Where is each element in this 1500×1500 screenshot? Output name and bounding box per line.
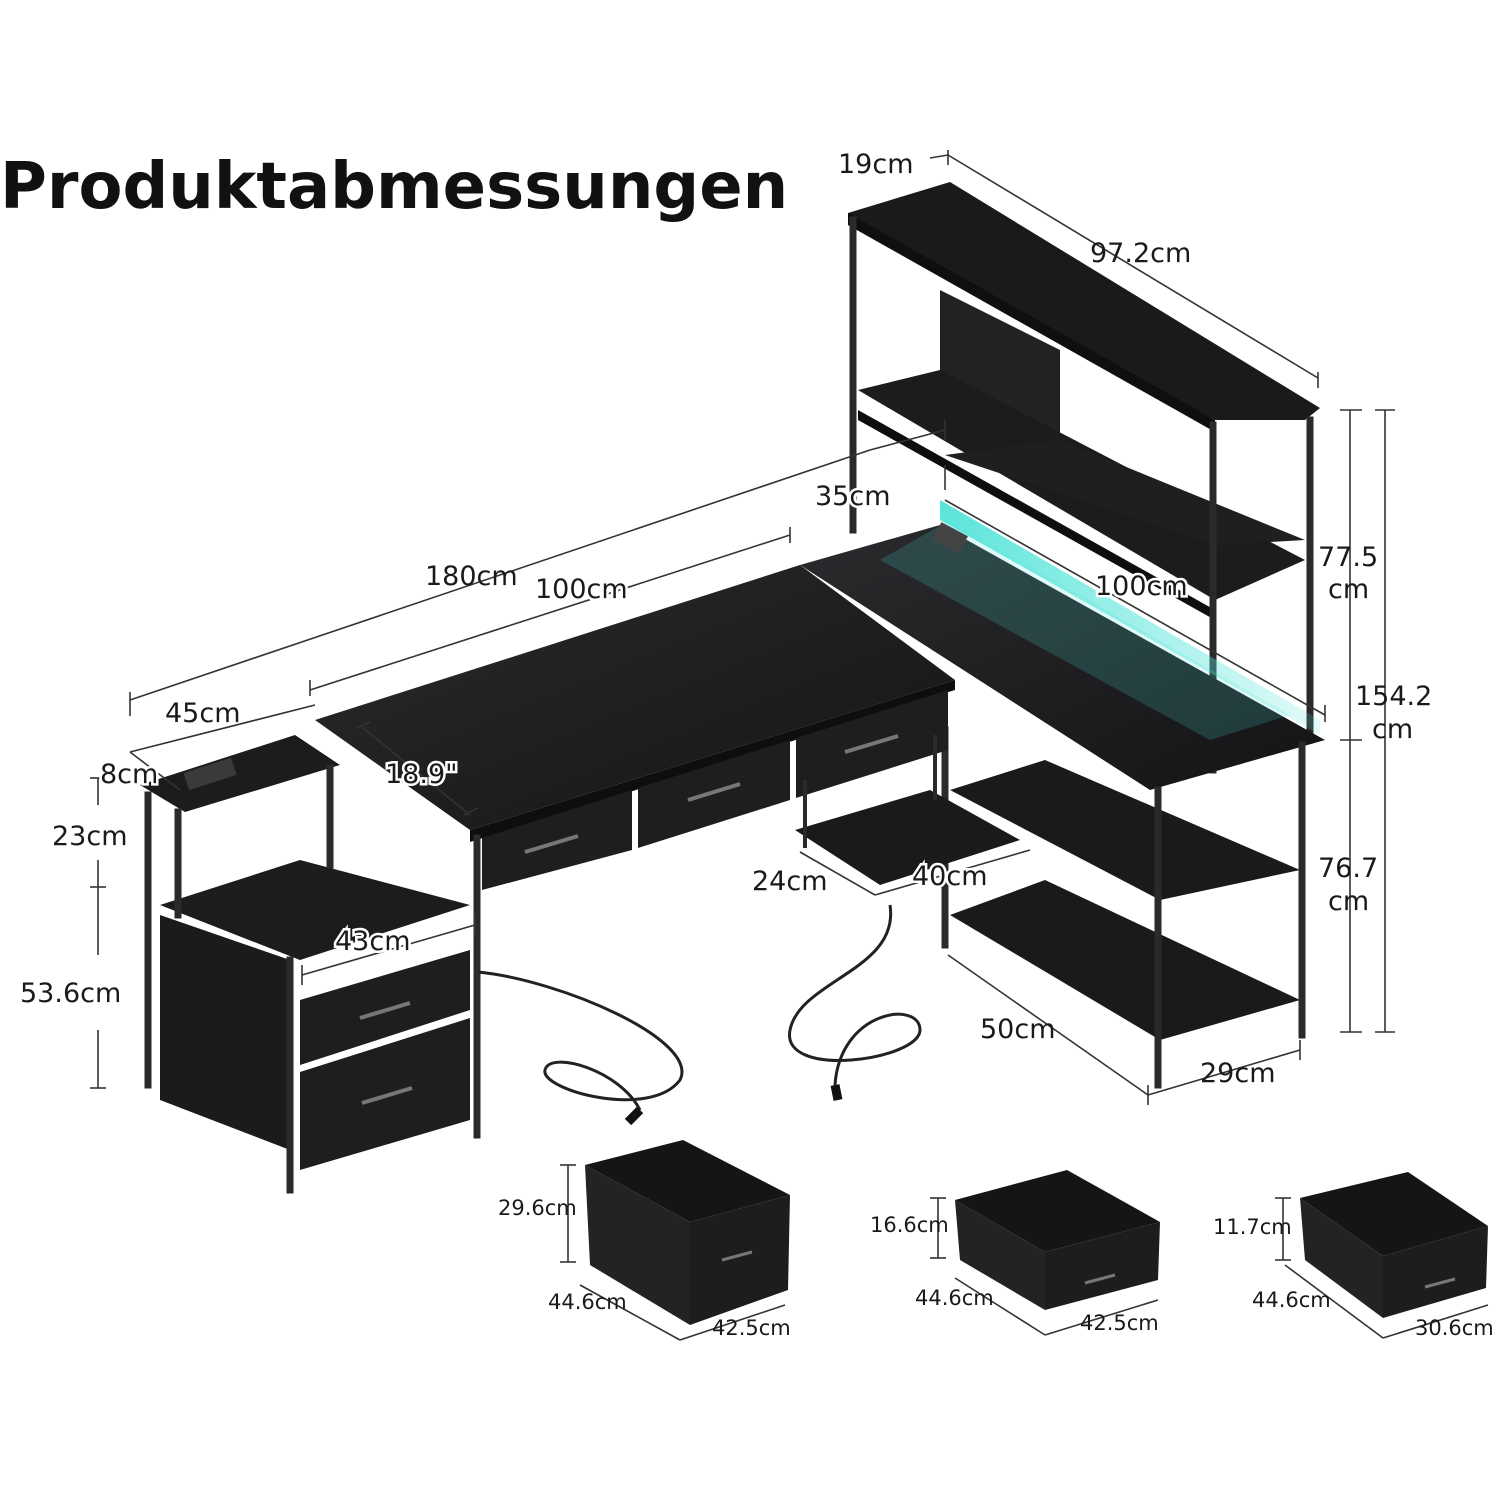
bin-medium-width: 44.6cm	[915, 1286, 994, 1310]
page-title: Produktabmessungen	[0, 150, 789, 224]
power-plug-icon	[624, 1106, 644, 1126]
return-shelf	[950, 760, 1300, 900]
dim-desk-height: 76.7	[1318, 853, 1378, 884]
bin-large-height: 29.6cm	[498, 1196, 577, 1220]
hutch	[848, 182, 1320, 774]
bin-medium	[955, 1170, 1160, 1310]
bin-small	[1300, 1172, 1488, 1318]
dim-drawer-span: 18.9"	[385, 759, 458, 790]
dim-desk-height-unit: cm	[1328, 886, 1369, 917]
bin-large	[585, 1140, 790, 1325]
dim-desk-total: 180cm	[425, 561, 518, 592]
dim-desk-return: 100cm	[1095, 571, 1188, 602]
drawer-handle-icon	[687, 782, 741, 802]
drawer-handle-icon	[524, 834, 579, 854]
dim-hutch-height-unit: cm	[1328, 574, 1369, 605]
dim-riser-height: 23cm	[52, 821, 128, 852]
dim-tray-width: 40cm	[912, 861, 988, 892]
bin-small-height: 11.7cm	[1213, 1215, 1292, 1239]
cabinet-drawer	[300, 1018, 470, 1170]
return-desk	[800, 500, 1325, 1089]
bin-large-depth: 42.5cm	[712, 1316, 791, 1340]
dim-hutch-depth: 19cm	[838, 149, 914, 180]
bin-handle-icon	[1424, 1277, 1456, 1289]
bin-small-depth: 30.6cm	[1415, 1316, 1494, 1340]
main-desk	[315, 565, 1020, 1139]
dim-cabinet-width: 43cm	[335, 926, 411, 957]
dim-cabinet-height: 53.6cm	[20, 978, 121, 1009]
bin-large-width: 44.6cm	[548, 1290, 627, 1314]
bin-medium-height: 16.6cm	[870, 1213, 949, 1237]
dim-desk-center: 100cm	[535, 574, 628, 605]
bin-handle-icon	[1084, 1273, 1116, 1285]
bin-medium-depth: 42.5cm	[1080, 1311, 1159, 1335]
dim-tray-depth: 24cm	[752, 866, 828, 897]
dim-hutch-width: 97.2cm	[1090, 238, 1191, 269]
drawer-handle-icon	[359, 1001, 411, 1020]
power-outlet-icon	[932, 522, 968, 554]
cabinet-drawer	[300, 950, 470, 1065]
cabinet-top	[160, 860, 470, 960]
side-riser-top	[140, 735, 340, 812]
power-cables	[477, 904, 922, 1126]
cabinet-side-fabric	[160, 915, 290, 1150]
drawer-handle-icon	[844, 734, 899, 754]
dimension-labels: 19cm 97.2cm 35cm 180cm 100cm 100cm 45cm …	[20, 149, 1494, 1340]
dim-total-height-unit: cm	[1372, 714, 1413, 745]
hutch-top-board	[848, 182, 1320, 420]
return-shelf	[950, 880, 1300, 1040]
power-plug-icon	[830, 1084, 843, 1101]
bin-handle-icon	[721, 1250, 753, 1262]
dim-side-width: 45cm	[165, 698, 241, 729]
bin-small-width: 44.6cm	[1252, 1288, 1331, 1312]
dim-shelf-depth: 29cm	[1200, 1058, 1276, 1089]
desk-drawer	[482, 790, 632, 890]
usb-outlet-icon	[183, 757, 237, 791]
dim-hutch-height: 77.5	[1318, 542, 1378, 573]
led-strip	[940, 500, 1320, 735]
return-desktop	[800, 525, 1325, 790]
dim-hutch-gap: 35cm	[815, 481, 891, 512]
dim-shelf-width: 50cm	[980, 1014, 1056, 1045]
footrest-tray	[795, 790, 1020, 885]
dimension-lines	[90, 150, 1489, 1341]
drawer-handle-icon	[361, 1086, 413, 1105]
side-cabinet	[140, 735, 470, 1194]
dim-total-height: 154.2	[1355, 681, 1432, 712]
main-desktop	[315, 565, 955, 830]
dim-side-top: 8cm	[100, 759, 158, 790]
